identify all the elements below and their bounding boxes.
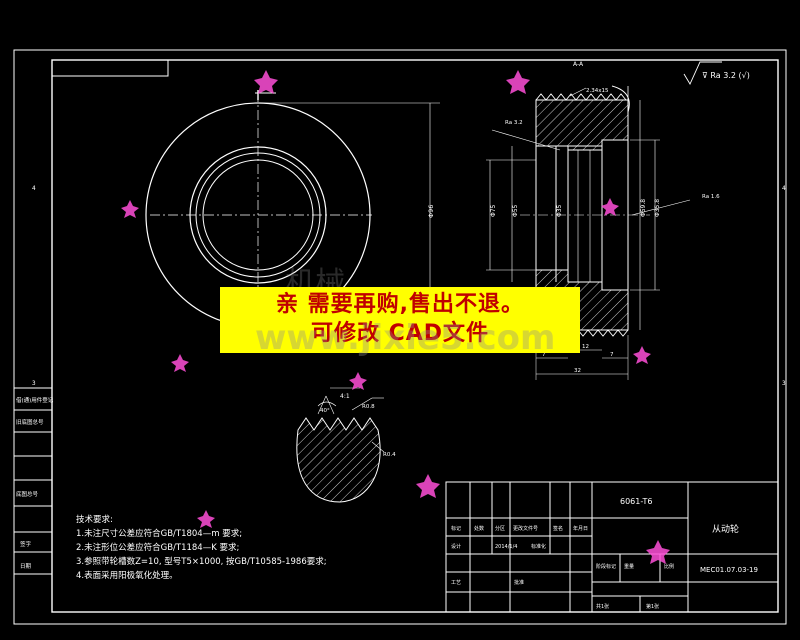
tb-date: 2014/1/4 <box>495 544 517 550</box>
zone-marker: 4 <box>32 185 36 192</box>
section-label: A-A <box>573 61 584 68</box>
promo-banner: 亲 需要再购,售出不退。 可修改 CAD文件 <box>220 287 580 353</box>
banner-line-2: 可修改 CAD文件 <box>310 321 490 346</box>
dim-len-a: 7 <box>542 352 546 358</box>
star-watermark-icon <box>121 70 670 564</box>
tb-sheet-no: 第1张 <box>646 603 659 610</box>
side-label: 底图总号 <box>16 490 39 498</box>
side-label: 日期 <box>20 563 32 570</box>
tb-standard: 标准化 <box>531 543 546 550</box>
tb-sheets: 共1张 <box>596 603 609 610</box>
tb-sign: 签名 <box>553 525 563 532</box>
zone-marker: 3 <box>782 380 786 387</box>
drawing-number: MEC01.07.03-19 <box>700 566 758 574</box>
dim-len-total: 32 <box>574 368 581 374</box>
dim-len-c: 12 <box>582 344 589 350</box>
tb-zone: 分区 <box>495 525 505 532</box>
tech-req-line: 1.未注尺寸公差应符合GB/T1804—m 要求; <box>76 528 242 539</box>
outer-frame <box>13 49 787 625</box>
inner-frame <box>51 59 779 613</box>
part-name: 从动轮 <box>712 523 739 535</box>
zone-marker: 4 <box>782 185 786 192</box>
side-label: 签字 <box>20 540 32 548</box>
tech-req-line: 2.未注形位公差应符合GB/T1184—K 要求; <box>76 542 239 553</box>
tb-ymd: 年月日 <box>573 525 588 532</box>
detail-scale: 4:1 <box>340 393 350 400</box>
tb-designer: 设计 <box>451 543 461 550</box>
part-code: 6061-T6 <box>620 497 653 506</box>
tb-mark: 标记 <box>451 525 461 532</box>
dim-dia-a: Φ75 <box>490 204 497 217</box>
dim-ra-right: Ra 1.6 <box>702 194 720 200</box>
detail-view <box>296 387 385 503</box>
tech-req-line: 3.参照带轮槽数Z=10, 型号T5×1000, 按GB/T10585-1986… <box>76 556 327 567</box>
tb-weight: 重量 <box>624 563 634 570</box>
tb-doc: 更改文件号 <box>513 525 538 532</box>
tech-req-line: 4.表面采用阳极氧化处理。 <box>76 570 178 581</box>
dim-tooth-angle: 40° <box>320 408 330 414</box>
tb-approve: 批准 <box>514 579 524 586</box>
banner-line-1: 亲 需要再购,售出不退。 <box>275 292 525 317</box>
zone-marker: 3 <box>32 380 36 387</box>
watermark-url: www.jixie5.com <box>255 318 556 358</box>
dim-tooth-radius: R0.8 <box>362 404 375 410</box>
tb-scale: 比例 <box>664 563 674 570</box>
side-label-column <box>13 387 53 575</box>
dim-dia-e: Φ59.8 <box>640 199 647 217</box>
dim-ra-left: Ra 3.2 <box>505 120 523 126</box>
tb-process: 工艺 <box>451 580 461 586</box>
dim-dia-d: Φ35.8 <box>654 199 661 217</box>
top-left-box <box>51 59 169 77</box>
side-label: 借(通)用件登记 <box>16 396 54 404</box>
tb-count: 处数 <box>474 525 484 532</box>
dim-outer-diameter: Φ96 <box>427 205 435 218</box>
dim-len-b: 7 <box>610 352 614 358</box>
dim-thread: 2.34x15 <box>586 88 609 94</box>
tech-req-title: 技术要求: <box>76 514 113 525</box>
title-block <box>445 481 779 613</box>
roughness-note: ⊽ Ra 3.2 (√) <box>702 71 750 80</box>
dim-dia-c: Φ35 <box>556 204 563 217</box>
side-label: 旧底图总号 <box>16 418 44 426</box>
tb-stage: 阶段标记 <box>596 563 616 570</box>
roughness-symbol <box>683 61 722 85</box>
dim-tooth-radius2: R0.4 <box>383 452 396 458</box>
dim-dia-b: Φ55 <box>512 204 519 217</box>
